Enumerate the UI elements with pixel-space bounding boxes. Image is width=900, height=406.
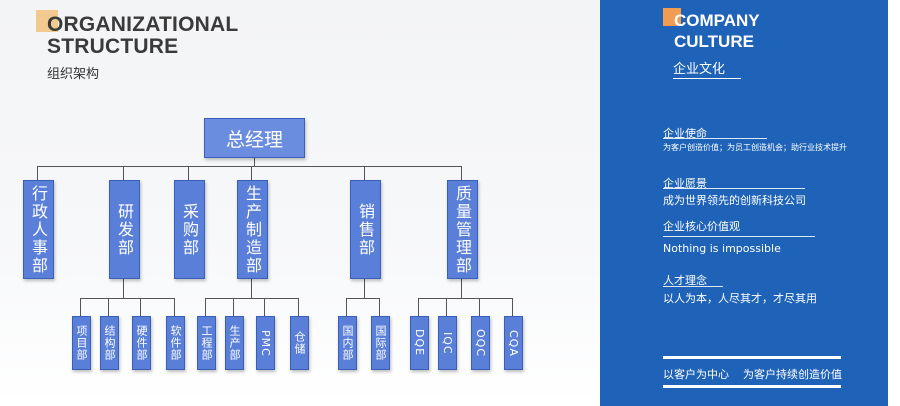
company-culture-panel: COMPANY CULTURE 企业文化 企业使命 为客户创造价值；为员工创造机… (600, 0, 888, 406)
connector-sub (461, 277, 462, 298)
connector-dept (188, 166, 189, 180)
connector-sub (233, 298, 234, 316)
connector-sub-bus (205, 298, 298, 299)
org-node-subunit: 生产部 (225, 316, 244, 370)
connector-sub (140, 298, 141, 316)
connector-sub (108, 298, 109, 316)
connector-sub (379, 298, 380, 316)
culture-text: Nothing is impossible (663, 242, 781, 255)
connector-sub (298, 298, 299, 316)
org-node-subunit: 结构部 (100, 316, 119, 370)
culture-heading: 企业愿景 (663, 177, 707, 190)
org-node-subunit: 软件部 (166, 316, 185, 370)
org-node-subunit: 工程部 (197, 316, 216, 370)
org-node-subunit: 仓储 (290, 316, 309, 370)
connector-sub (264, 298, 265, 316)
culture-text: 为客户创造价值；为员工创造机会；助行业技术提升 (663, 143, 847, 152)
connector-sub (346, 298, 347, 316)
divider (663, 138, 767, 139)
culture-title-english: COMPANY CULTURE (674, 11, 760, 51)
connector-sub (205, 298, 206, 316)
connector-dept (364, 166, 365, 180)
connector-sub (174, 298, 175, 316)
slogan-text: 以客户为中心 为客户持续创造价值 (663, 368, 842, 381)
org-node-department: 行政人事部 (23, 180, 54, 279)
connector-root (254, 156, 255, 166)
org-node-department: 质量管理部 (447, 180, 478, 279)
connector-sub-bus (80, 298, 174, 299)
connector-main-bus (37, 166, 462, 167)
org-node-department: 销售部 (350, 180, 381, 279)
culture-text: 以人为本，人尽其才，才尽其用 (663, 292, 817, 305)
connector-sub (251, 277, 252, 298)
connector-sub (364, 277, 365, 298)
culture-heading: 企业使命 (663, 127, 707, 140)
org-node-subunit: 国内部 (338, 316, 357, 370)
connector-dept (461, 166, 462, 180)
org-node-subunit: CQA (504, 316, 523, 370)
org-node-department: 研发部 (109, 180, 140, 279)
connector-sub (123, 277, 124, 298)
connector-sub-bus (418, 298, 512, 299)
connector-sub (446, 298, 447, 316)
org-node-subunit: OQC (471, 316, 490, 370)
org-node-department: 采购部 (174, 180, 205, 279)
divider (663, 286, 723, 287)
org-chart-panel: ORGANIZATIONAL STRUCTURE 组织架构 总经理 行政人事部 … (0, 0, 600, 406)
org-node-root: 总经理 (204, 118, 305, 158)
culture-heading: 人才理念 (663, 274, 707, 287)
org-node-subunit: 国际部 (371, 316, 390, 370)
org-node-subunit: PMC (256, 316, 275, 370)
culture-heading: 企业核心价值观 (663, 220, 740, 233)
connector-sub (512, 298, 513, 316)
connector-dept (37, 166, 38, 180)
connector-sub-bus (346, 298, 379, 299)
section-title-english: ORGANIZATIONAL STRUCTURE (47, 13, 239, 58)
accent-square (663, 8, 681, 26)
divider (663, 188, 805, 189)
connector-dept (123, 166, 124, 180)
org-node-subunit: DQE (410, 316, 429, 370)
page-edge (888, 0, 900, 406)
divider (673, 78, 741, 79)
org-node-subunit: IQC (438, 316, 457, 370)
connector-sub (418, 298, 419, 316)
accent-square (36, 10, 58, 32)
org-node-subunit: 硬件部 (132, 316, 151, 370)
slogan-top-bar (663, 356, 841, 359)
connector-dept (251, 166, 252, 180)
culture-subtitle: 企业文化 (673, 62, 726, 77)
divider (663, 236, 815, 237)
slogan-bottom-bar (663, 385, 841, 388)
culture-text: 成为世界领先的创新科技公司 (663, 194, 806, 207)
org-node-subunit: 项目部 (72, 316, 91, 370)
org-node-department: 生产制造部 (237, 180, 268, 279)
connector-sub (479, 298, 480, 316)
connector-sub (80, 298, 81, 316)
section-subtitle: 组织架构 (47, 67, 100, 82)
